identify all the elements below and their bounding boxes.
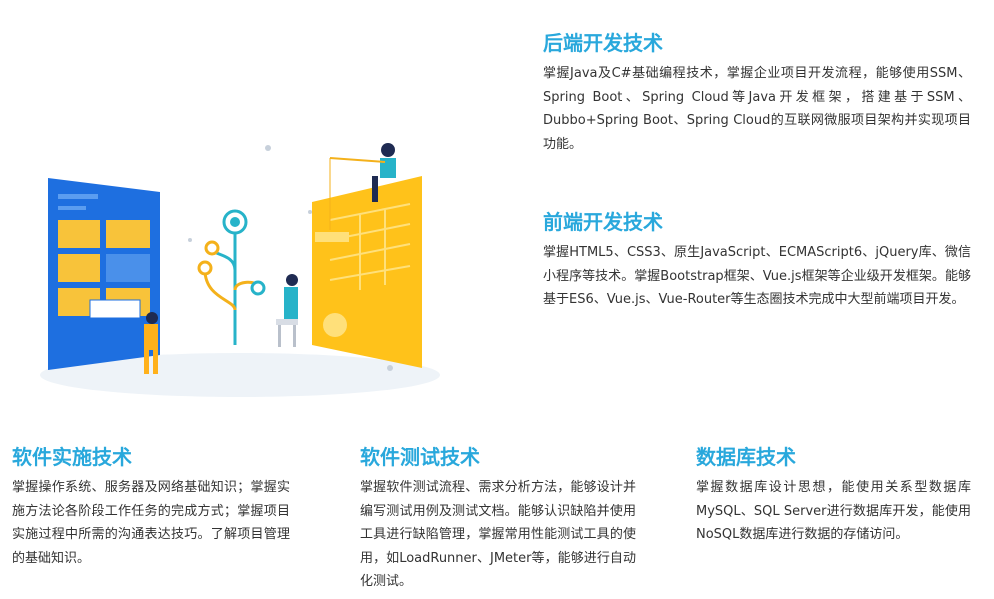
backend-body: 掌握Java及C#基础编程技术，掌握企业项目开发流程，能够使用SSM、Sprin… [543, 66, 971, 152]
person-left [144, 312, 158, 374]
frontend-body: 掌握HTML5、CSS3、原生JavaScript、ECMAScript6、jQ… [543, 245, 971, 307]
backend-section: 后端开发技术 掌握Java及C#基础编程技术，掌握企业项目开发流程，能够使用SS… [543, 30, 971, 156]
floor-shadow [40, 353, 440, 397]
person-middle [276, 274, 298, 347]
testing-section: 软件测试技术 掌握软件测试流程、需求分析方法，能够设计并编写测试用例及测试文档。… [360, 444, 636, 594]
blue-board [48, 178, 160, 370]
yellow-board [312, 176, 422, 368]
person-top [329, 143, 396, 230]
network-tree [197, 209, 266, 345]
frontend-section: 前端开发技术 掌握HTML5、CSS3、原生JavaScript、ECMAScr… [543, 209, 971, 312]
sparkles [188, 145, 393, 371]
testing-body: 掌握软件测试流程、需求分析方法，能够设计并编写测试用例及测试文档。能够认识缺陷并… [360, 480, 636, 589]
implementation-section: 软件实施技术 掌握操作系统、服务器及网络基础知识；掌握实施方法论各阶段工作任务的… [12, 444, 290, 570]
team-collaboration-illustration [40, 143, 440, 397]
database-section: 数据库技术 掌握数据库设计思想，能使用关系型数据库MySQL、SQL Serve… [696, 444, 971, 547]
database-body: 掌握数据库设计思想，能使用关系型数据库MySQL、SQL Server进行数据库… [696, 480, 971, 542]
implementation-body: 掌握操作系统、服务器及网络基础知识；掌握实施方法论各阶段工作任务的完成方式；掌握… [12, 480, 290, 566]
testing-title: 软件测试技术 [360, 445, 480, 469]
database-title: 数据库技术 [696, 445, 796, 469]
backend-title: 后端开发技术 [543, 31, 663, 55]
frontend-title: 前端开发技术 [543, 210, 663, 234]
implementation-title: 软件实施技术 [12, 445, 132, 469]
